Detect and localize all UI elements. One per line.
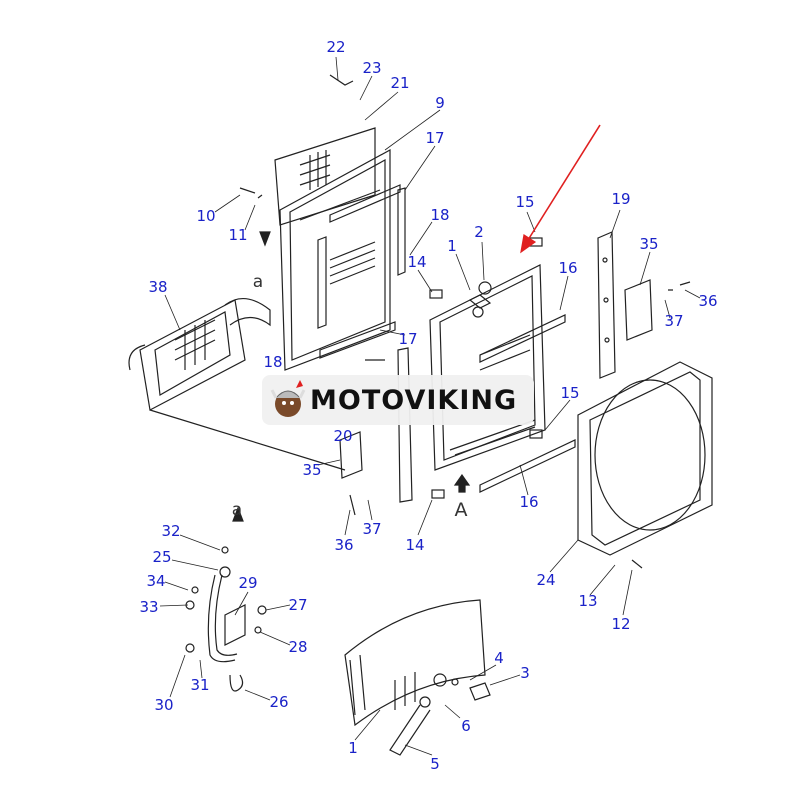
callout-11: 11 (228, 226, 248, 244)
callout-18: 18 (430, 206, 450, 224)
callout-37b: 37 (362, 520, 382, 538)
bolts (239, 74, 691, 569)
callout-31: 31 (190, 676, 210, 694)
view-arrow-a-bottom (232, 506, 244, 522)
callout-18b: 18 (263, 353, 283, 371)
red-pointer-arrow (527, 124, 601, 241)
callout-17: 17 (425, 129, 445, 147)
callout-5: 5 (430, 755, 440, 773)
callout-15b: 15 (560, 384, 580, 402)
callout-2: 2 (474, 223, 484, 241)
radiator-strips (397, 314, 576, 503)
callout-16b: 16 (519, 493, 539, 511)
callout-1: 1 (447, 237, 457, 255)
front-screen (279, 148, 391, 371)
callout-28: 28 (288, 638, 308, 656)
aftercooler (128, 298, 346, 471)
callout-9: 9 (435, 94, 445, 112)
watermark-banner: MOTOVIKING (262, 375, 534, 425)
callout-29: 29 (238, 574, 258, 592)
view-arrow-A (453, 473, 471, 493)
reserve-tank (344, 599, 491, 756)
callout-3: 3 (520, 664, 530, 682)
view-arrow-a-top (259, 231, 271, 247)
callout-36b: 36 (334, 536, 354, 554)
leader-lines (159, 56, 701, 756)
view-marker-a-bottom: a (231, 500, 243, 520)
callout-35: 35 (639, 235, 659, 253)
callout-30: 30 (154, 696, 174, 714)
callout-20: 20 (333, 427, 353, 445)
radiator-core (429, 264, 546, 471)
callout-16: 16 (558, 259, 578, 277)
view-marker-a-top: a (252, 272, 264, 292)
callout-24: 24 (536, 571, 556, 589)
callout-19: 19 (611, 190, 631, 208)
radiator-guard-top (274, 127, 376, 226)
callout-22: 22 (326, 38, 346, 56)
callout-1b: 1 (348, 739, 358, 757)
callout-25: 25 (152, 548, 172, 566)
callout-14: 14 (407, 253, 427, 271)
side-brackets (339, 231, 653, 479)
view-marker-A: A (454, 499, 468, 521)
callout-32: 32 (161, 522, 181, 540)
callout-35b: 35 (302, 461, 322, 479)
callout-6: 6 (461, 717, 471, 735)
callout-13: 13 (578, 592, 598, 610)
callout-34: 34 (146, 572, 166, 590)
fan-shroud (577, 361, 713, 556)
callout-23: 23 (362, 59, 382, 77)
callout-38: 38 (148, 278, 168, 296)
callout-4: 4 (494, 649, 504, 667)
callout-26: 26 (269, 693, 289, 711)
seal-strips (317, 184, 406, 359)
watermark-text: MOTOVIKING (310, 384, 518, 416)
viking-mascot-icon (270, 380, 306, 417)
callout-33: 33 (139, 598, 159, 616)
callout-10: 10 (196, 207, 216, 225)
callout-27: 27 (288, 596, 308, 614)
callout-36: 36 (698, 292, 718, 310)
callout-21: 21 (390, 74, 410, 92)
red-arrowhead (520, 234, 537, 254)
callout-17b: 17 (398, 330, 418, 348)
callout-12: 12 (611, 615, 631, 633)
drain-pipe (185, 546, 267, 692)
callout-15: 15 (515, 193, 535, 211)
callout-37: 37 (664, 312, 684, 330)
callout-14b: 14 (405, 536, 425, 554)
